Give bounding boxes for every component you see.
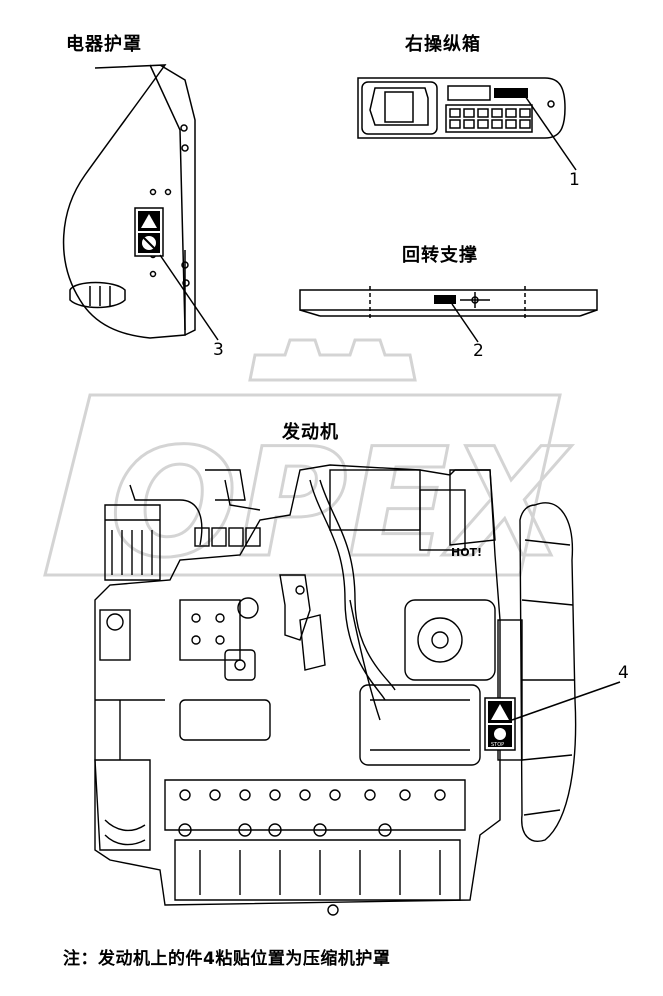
slewing-support-drawing (299, 286, 598, 318)
callout-1: 1 (569, 170, 580, 190)
control-box-buttons (449, 108, 531, 129)
callout-4: 4 (618, 663, 629, 683)
decal-1 (494, 88, 528, 98)
callout-3: 3 (213, 340, 224, 360)
leader-line-3 (159, 254, 219, 341)
warning-decal-3 (134, 207, 164, 257)
control-box-drawing (357, 77, 566, 139)
decal-2 (434, 295, 456, 304)
svg-text:STOP: STOP (491, 742, 504, 748)
watermark-logo: OPEX (43, 338, 573, 593)
leader-line-4 (511, 681, 621, 721)
hot-decal-text: HOT! (451, 546, 482, 559)
callout-2: 2 (473, 341, 484, 361)
warning-decal-4: STOP (484, 697, 516, 751)
engine-drawing (94, 464, 577, 916)
leader-line-2 (451, 303, 479, 343)
electrical-cover-title: 电器护罩 (66, 34, 142, 55)
leader-line-1 (524, 95, 577, 171)
control-box-title: 右操纵箱 (405, 34, 481, 55)
svg-text:HOT!: HOT! (451, 546, 482, 559)
engine-title: 发动机 (282, 422, 339, 443)
footnote: 注：发动机上的件4粘贴位置为压缩机护罩 (63, 949, 391, 969)
electrical-cover-drawing (62, 64, 196, 339)
lower-block-holes (178, 789, 446, 837)
slewing-support-title: 回转支撑 (402, 245, 478, 266)
